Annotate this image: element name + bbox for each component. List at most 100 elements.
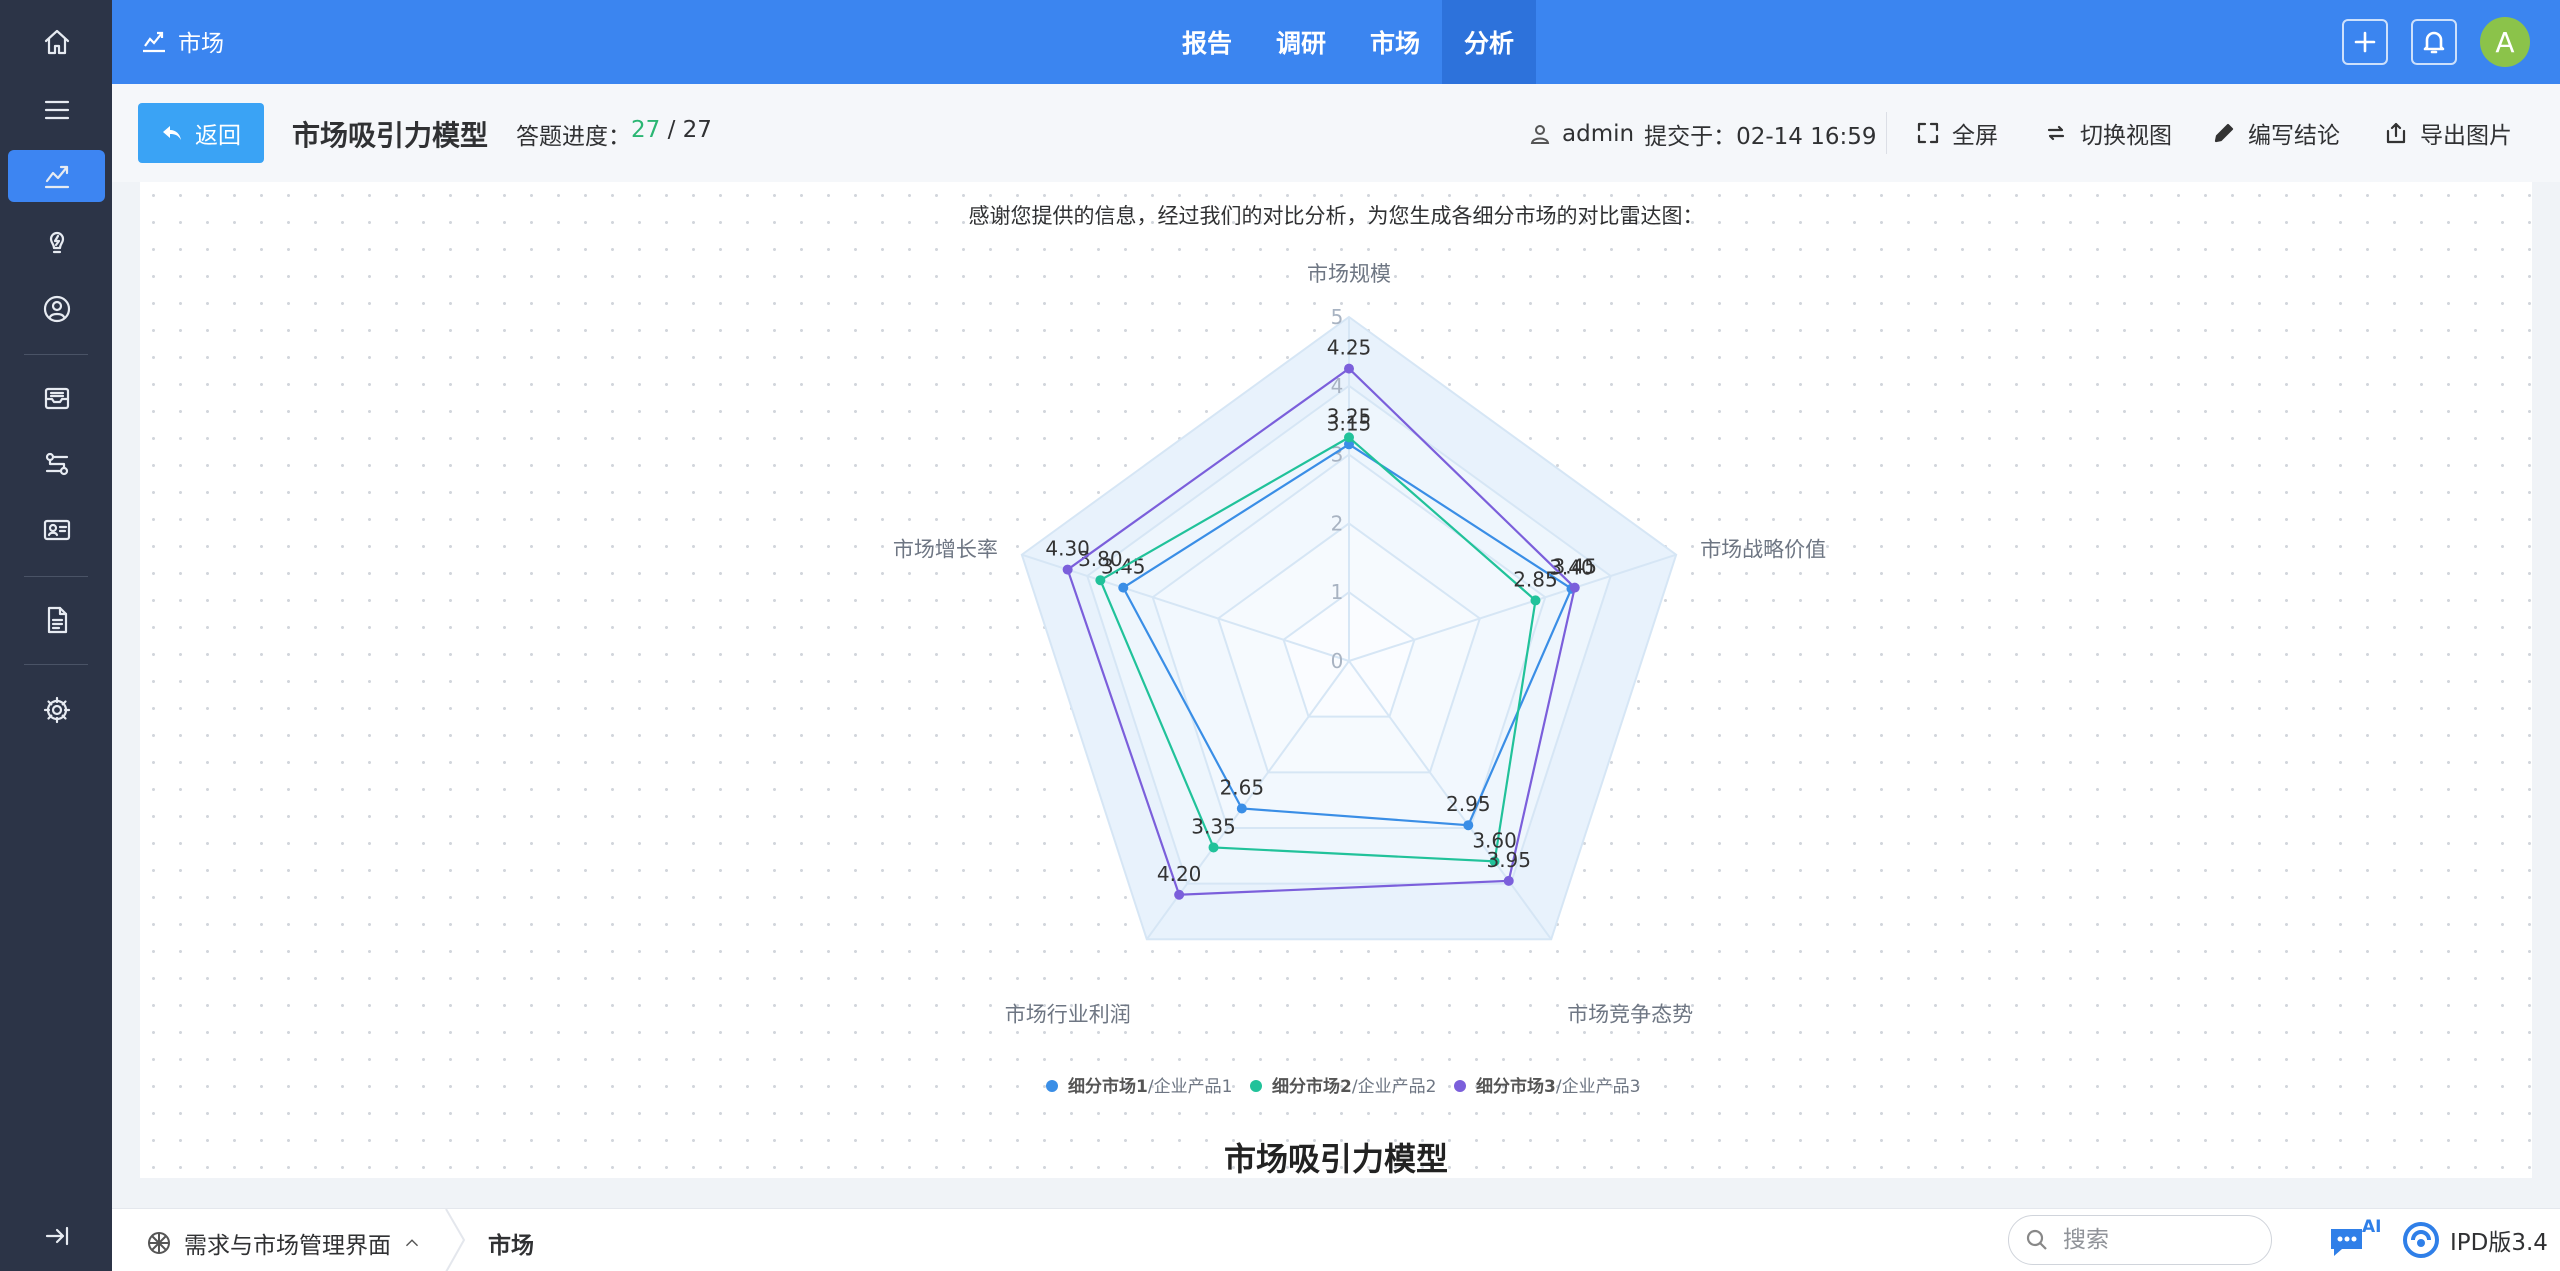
ai-label: AI — [2362, 1217, 2382, 1237]
export-icon — [2386, 122, 2406, 144]
search-input[interactable] — [2063, 1227, 2253, 1253]
radar-chart: 012345市场规模市场战略价值市场竞争态势市场行业利润市场增长率3.153.4… — [893, 262, 1826, 1097]
home-icon[interactable] — [8, 16, 105, 68]
radar-data-point — [1569, 582, 1580, 593]
radar-data-label: 3.45 — [1552, 555, 1597, 579]
radar-data-point — [1174, 889, 1185, 900]
submit-info: admin 提交于：02-14 16:59 — [1528, 117, 1877, 151]
sidebar-divider — [24, 576, 88, 577]
back-button-label: 返回 — [195, 123, 241, 149]
settings-icon[interactable] — [8, 684, 105, 736]
radar-data-point — [1489, 856, 1500, 867]
write-conclusion-label: 编写结论 — [2248, 123, 2340, 149]
user-circle-icon[interactable] — [8, 283, 105, 335]
progress-indicator: 答题进度： 27 / 27 — [516, 117, 712, 151]
radar-data-point — [1344, 439, 1354, 450]
avatar[interactable]: A — [2480, 17, 2530, 67]
page-title: 市场吸引力模型 — [292, 119, 489, 152]
radar-data-point — [1095, 575, 1106, 586]
pencil-icon — [2214, 123, 2234, 143]
radar-data-point — [1530, 595, 1541, 606]
switch-view-label: 切换视图 — [2080, 123, 2172, 149]
plus-icon — [2354, 31, 2376, 53]
intro-text: 感谢您提供的信息，经过我们的对比分析，为您生成各细分市场的对比雷达图： — [968, 204, 1704, 228]
progress-done: 27 — [631, 117, 661, 143]
card-icon[interactable] — [8, 504, 105, 556]
header-divider — [1886, 112, 1887, 154]
radar-data-point — [1208, 842, 1219, 853]
chart-bottom-title: 市场吸引力模型 — [1223, 1140, 1448, 1178]
radar-tick-label: 0 — [1331, 649, 1344, 673]
radar-data-label: 3.80 — [1078, 547, 1123, 571]
fullscreen-icon — [1917, 122, 1939, 144]
collapse-sidebar-icon[interactable] — [8, 1210, 105, 1262]
switch-icon — [2047, 125, 2065, 141]
breadcrumb-separator — [445, 1209, 466, 1271]
legend-item-label: 细分市场2/企业产品2 — [1272, 1076, 1436, 1097]
version-info: IPD版3.4 — [2402, 1221, 2548, 1259]
radar-indicator-label: 市场竞争态势 — [1567, 1002, 1693, 1026]
progress-label: 答题进度： — [516, 124, 631, 150]
radar-data-label: 2.95 — [1446, 792, 1491, 816]
back-arrow-icon — [163, 126, 181, 140]
legend-item-label: 细分市场3/企业产品3 — [1476, 1076, 1640, 1097]
lightbulb-icon[interactable] — [8, 216, 105, 268]
tab-report[interactable]: 报告 — [1182, 29, 1233, 58]
nav-tabs: 报告 调研 市场 分析 — [1160, 0, 1537, 84]
radar-data-point — [1062, 564, 1073, 575]
search-icon — [2026, 1229, 2047, 1250]
search-box — [2008, 1215, 2272, 1265]
bell-icon — [2423, 31, 2445, 54]
top-bar: 市场 报告 调研 市场 分析 A — [112, 0, 2560, 84]
brand-logo-icon — [2403, 1222, 2439, 1258]
analytics-icon[interactable] — [8, 150, 105, 202]
flow-icon[interactable] — [8, 438, 105, 490]
radar-indicator-label: 市场战略价值 — [1700, 538, 1826, 562]
module-label: 需求与市场管理界面 — [184, 1233, 391, 1259]
document-icon[interactable] — [8, 594, 105, 646]
legend-marker — [1046, 1080, 1058, 1092]
radar-axis-line — [1348, 553, 1677, 662]
breadcrumb-current: 市场 — [488, 1233, 534, 1259]
radar-data-label: 3.60 — [1472, 828, 1517, 852]
app-title-label: 市场 — [178, 31, 224, 57]
radar-axis-line — [1348, 660, 1553, 940]
inbox-icon[interactable] — [8, 372, 105, 424]
fullscreen-button[interactable]: 全屏 — [1916, 116, 1998, 150]
progress-total: 27 — [682, 117, 712, 143]
radar-data-label: 4.20 — [1157, 862, 1202, 886]
menu-icon[interactable] — [8, 84, 105, 136]
sidebar-divider — [24, 664, 88, 665]
module-icon — [148, 1232, 170, 1254]
radar-indicator-label: 市场行业利润 — [1005, 1002, 1131, 1026]
tab-analysis[interactable]: 分析 — [1442, 0, 1537, 84]
export-image-label: 导出图片 — [2420, 123, 2512, 149]
analytics-icon — [143, 31, 165, 53]
switch-view-button[interactable]: 切换视图 — [2044, 116, 2172, 150]
radar-axis-line — [1021, 553, 1350, 662]
fullscreen-label: 全屏 — [1952, 123, 1998, 149]
tab-research[interactable]: 调研 — [1276, 29, 1327, 58]
radar-data-point — [1344, 432, 1354, 443]
submit-user: admin — [1562, 121, 1635, 147]
radar-data-label: 3.40 — [1549, 556, 1594, 580]
chat-bubble-icon — [2331, 1229, 2362, 1256]
tab-market[interactable]: 市场 — [1370, 29, 1421, 58]
notifications-button[interactable] — [2411, 19, 2457, 65]
chevron-up-icon — [405, 1239, 419, 1247]
write-conclusion-button[interactable]: 编写结论 — [2212, 116, 2340, 150]
back-button[interactable]: 返回 — [138, 103, 264, 163]
module-switcher[interactable]: 需求与市场管理界面 — [146, 1226, 421, 1260]
version-label: IPD版3.4 — [2450, 1230, 2548, 1256]
radar-data-label: 3.95 — [1486, 848, 1531, 872]
export-image-button[interactable]: 导出图片 — [2384, 116, 2512, 150]
ai-assistant-button[interactable]: AI — [2328, 1217, 2384, 1263]
radar-data-label: 4.25 — [1327, 336, 1372, 360]
sidebar-divider — [24, 354, 88, 355]
radar-indicator-label: 市场增长率 — [893, 538, 998, 562]
radar-tick-label: 5 — [1331, 305, 1344, 329]
radar-series-line — [1066, 367, 1576, 896]
add-button[interactable] — [2342, 19, 2388, 65]
legend-marker — [1250, 1080, 1262, 1092]
radar-data-point — [1503, 875, 1514, 886]
